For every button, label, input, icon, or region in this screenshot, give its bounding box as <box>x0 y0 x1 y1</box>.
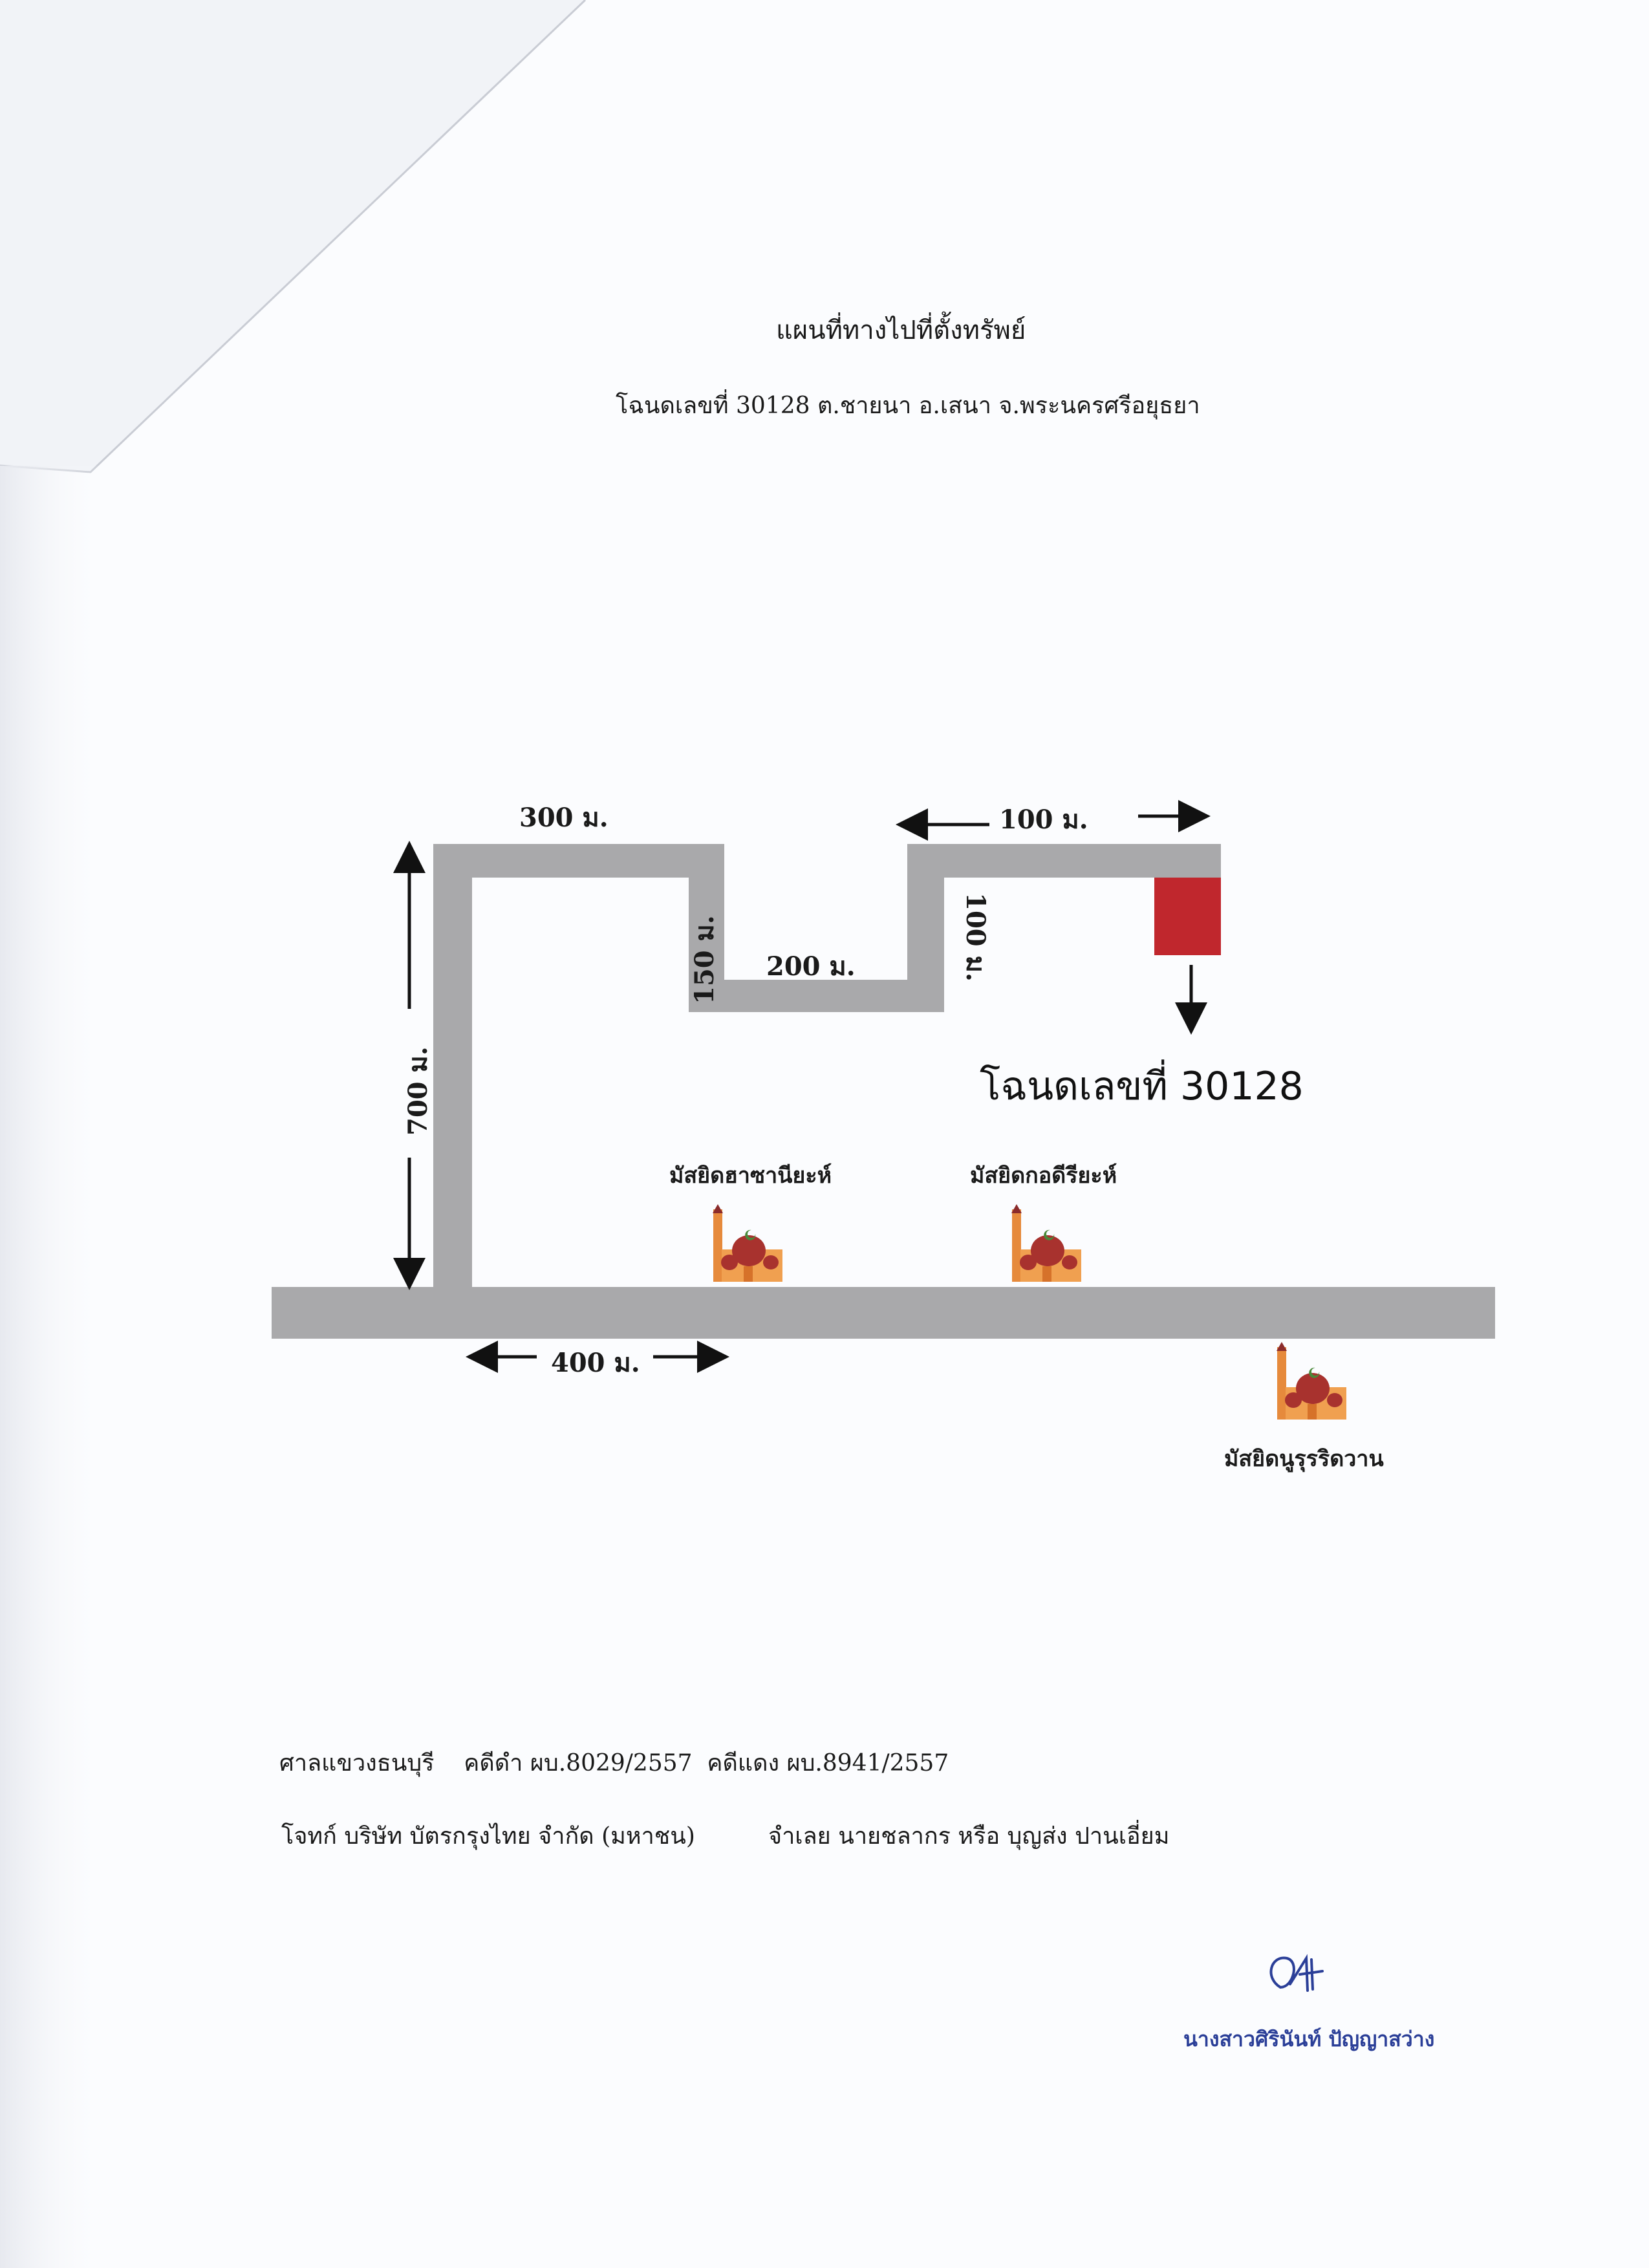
road-top-left <box>433 844 724 878</box>
mosque-label-nururridwan: มัสยิดนูรุรริดวาน <box>1224 1446 1384 1472</box>
deed-label: โฉนดเลขที่ 30128 <box>980 1064 1304 1109</box>
handwritten-signature <box>1269 1954 1324 1992</box>
distance-top-right: 100 ม. <box>999 805 1088 835</box>
map-title: แผนที่ทางไปที่ตั้งทรัพย์ <box>776 316 1026 345</box>
distance-right-drop: 100 ม. <box>960 892 991 982</box>
road-vertical <box>433 844 472 1290</box>
defendant-line: จำเลย นายชลากร หรือ บุญส่ง ปานเอี่ยม <box>768 1823 1170 1850</box>
mosque-icon <box>713 1204 782 1282</box>
mosque-label-hasaniyah: มัสยิดฮาซานียะห์ <box>669 1163 832 1189</box>
mosque-icon <box>1011 1204 1081 1282</box>
distance-bottom: 400 ม. <box>551 1348 640 1378</box>
mosque-icon <box>1277 1342 1346 1420</box>
court-case-line: ศาลแขวงธนบุรี คดีดำ ผบ.8029/2557 คดีแดง … <box>279 1750 949 1777</box>
road-top-right <box>907 844 1221 878</box>
plaintiff-line: โจทก์ บริษัท บัตรกรุงไทย จำกัด (มหาชน) <box>281 1823 695 1850</box>
distance-top-left: 300 ม. <box>519 803 609 833</box>
distance-left-drop: 150 ม. <box>689 915 720 1004</box>
distance-vertical: 700 ม. <box>402 1046 433 1136</box>
main-road <box>272 1287 1495 1339</box>
signer-name: นางสาวศิรินันท์ ปัญญาสว่าง <box>1183 2027 1435 2051</box>
map-subtitle: โฉนดเลขที่ 30128 ต.ชายนา อ.เสนา จ.พระนคร… <box>616 393 1200 419</box>
distance-notch-bottom: 200 ม. <box>766 951 856 982</box>
road-notch-bottom <box>689 980 944 1012</box>
mosque-label-qadiriyah: มัสยิดกอดีรียะห์ <box>970 1163 1117 1189</box>
property-marker <box>1154 878 1221 955</box>
